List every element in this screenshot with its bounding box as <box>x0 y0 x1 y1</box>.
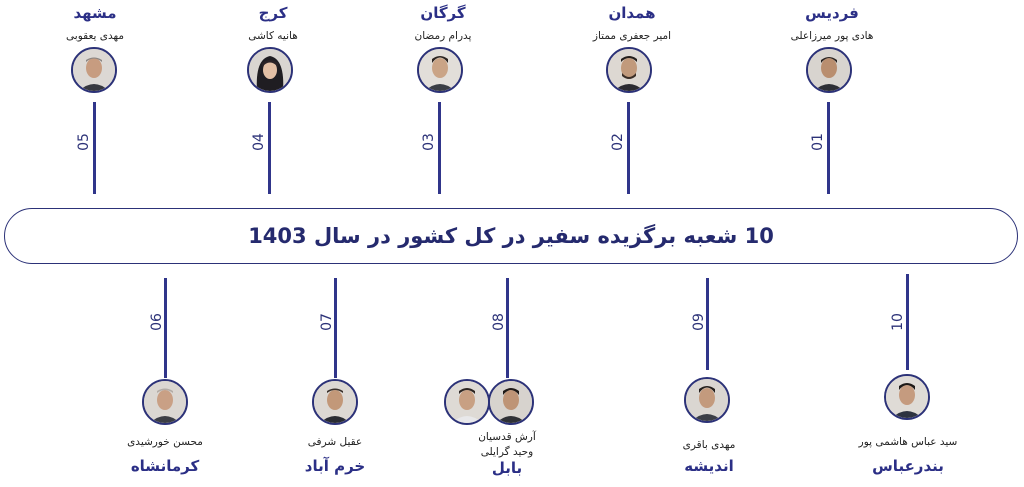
avatar <box>71 47 117 93</box>
branch-person: مهدی باقری <box>682 439 736 451</box>
branch-number: 03 <box>420 133 437 151</box>
branch-06: 06 محسن خورشیدی کرمانشاه <box>80 270 250 485</box>
avatar <box>606 47 652 93</box>
person-photo-icon <box>144 381 186 423</box>
branch-number: 01 <box>809 133 826 151</box>
connector-line <box>906 274 909 370</box>
branch-person: مهدی یعقوبی <box>66 30 124 42</box>
branch-city: همدان <box>608 4 656 22</box>
branch-person: محسن خورشیدی <box>127 436 203 448</box>
branch-number: 02 <box>609 133 626 151</box>
branch-10: 10 سید عباس هاشمی پور بندرعباس <box>823 270 993 485</box>
branch-person: سید عباس هاشمی پور <box>858 436 958 448</box>
branch-02: همدان امیر جعفری ممتاز 02 <box>547 0 717 200</box>
person-photo-icon <box>73 49 115 91</box>
branch-03: گرگان پدرام رمضان 03 <box>358 0 528 200</box>
branch-city: بندرعباس <box>872 457 944 475</box>
person-photo-icon <box>686 379 728 421</box>
branch-city: فردیس <box>805 4 859 22</box>
person-photo-icon <box>490 381 532 423</box>
branch-person-2: وحید گرایلی <box>480 446 534 458</box>
connector-line <box>438 102 441 194</box>
branch-08: 08 آرش قدسیان وحید گرایلی بابل <box>422 270 592 485</box>
branch-number: 05 <box>75 133 92 151</box>
branch-city: گرگان <box>420 4 466 22</box>
person-photo-icon <box>249 49 291 91</box>
branch-person: آرش قدسیان <box>478 431 536 443</box>
avatar <box>142 379 188 425</box>
avatar <box>684 377 730 423</box>
avatar <box>884 374 930 420</box>
branch-07: 07 عقیل شرفی خرم آباد <box>250 270 420 485</box>
branch-city: اندیشه <box>684 457 734 475</box>
banner-title: 10 شعبه برگزیده سفیر در کل کشور در سال 1… <box>248 224 774 248</box>
connector-line <box>164 278 167 378</box>
avatar <box>444 379 490 425</box>
person-photo-icon <box>808 49 850 91</box>
branch-number: 08 <box>490 313 507 331</box>
connector-line <box>706 278 709 370</box>
title-banner: 10 شعبه برگزیده سفیر در کل کشور در سال 1… <box>4 208 1018 264</box>
branch-number: 07 <box>318 313 335 331</box>
branch-person: هانیه کاشی <box>248 30 298 42</box>
person-photo-icon <box>886 376 928 418</box>
branch-city: کرج <box>258 4 288 22</box>
person-photo-icon <box>314 381 356 423</box>
person-photo-icon <box>419 49 461 91</box>
branch-01: فردیس هادی پور میرزاعلی 01 <box>747 0 917 200</box>
person-photo-icon <box>608 49 650 91</box>
branch-person: هادی پور میرزاعلی <box>790 30 874 42</box>
branch-city: خرم آباد <box>304 457 366 475</box>
branch-number: 09 <box>690 313 707 331</box>
branch-number: 06 <box>148 313 165 331</box>
branch-person: امیر جعفری ممتاز <box>592 30 672 42</box>
avatar <box>417 47 463 93</box>
avatar <box>312 379 358 425</box>
branch-04: کرج هانیه کاشی 04 <box>188 0 358 200</box>
connector-line <box>268 102 271 194</box>
branch-number: 04 <box>250 133 267 151</box>
connector-line <box>506 278 509 378</box>
avatar <box>247 47 293 93</box>
branch-city: مشهد <box>73 4 117 22</box>
branch-person: عقیل شرفی <box>307 436 363 448</box>
branch-person: پدرام رمضان <box>414 30 472 42</box>
branch-09: 09 مهدی باقری اندیشه <box>624 270 794 485</box>
person-photo-icon <box>446 381 488 423</box>
branch-05: مشهد مهدی یعقوبی 05 <box>10 0 180 200</box>
avatar <box>488 379 534 425</box>
branch-city: کرمانشاه <box>130 457 200 475</box>
branch-city: بابل <box>491 459 523 477</box>
connector-line <box>627 102 630 194</box>
connector-line <box>334 278 337 378</box>
connector-line <box>93 102 96 194</box>
avatar <box>806 47 852 93</box>
connector-line <box>827 102 830 194</box>
branch-number: 10 <box>889 313 906 331</box>
